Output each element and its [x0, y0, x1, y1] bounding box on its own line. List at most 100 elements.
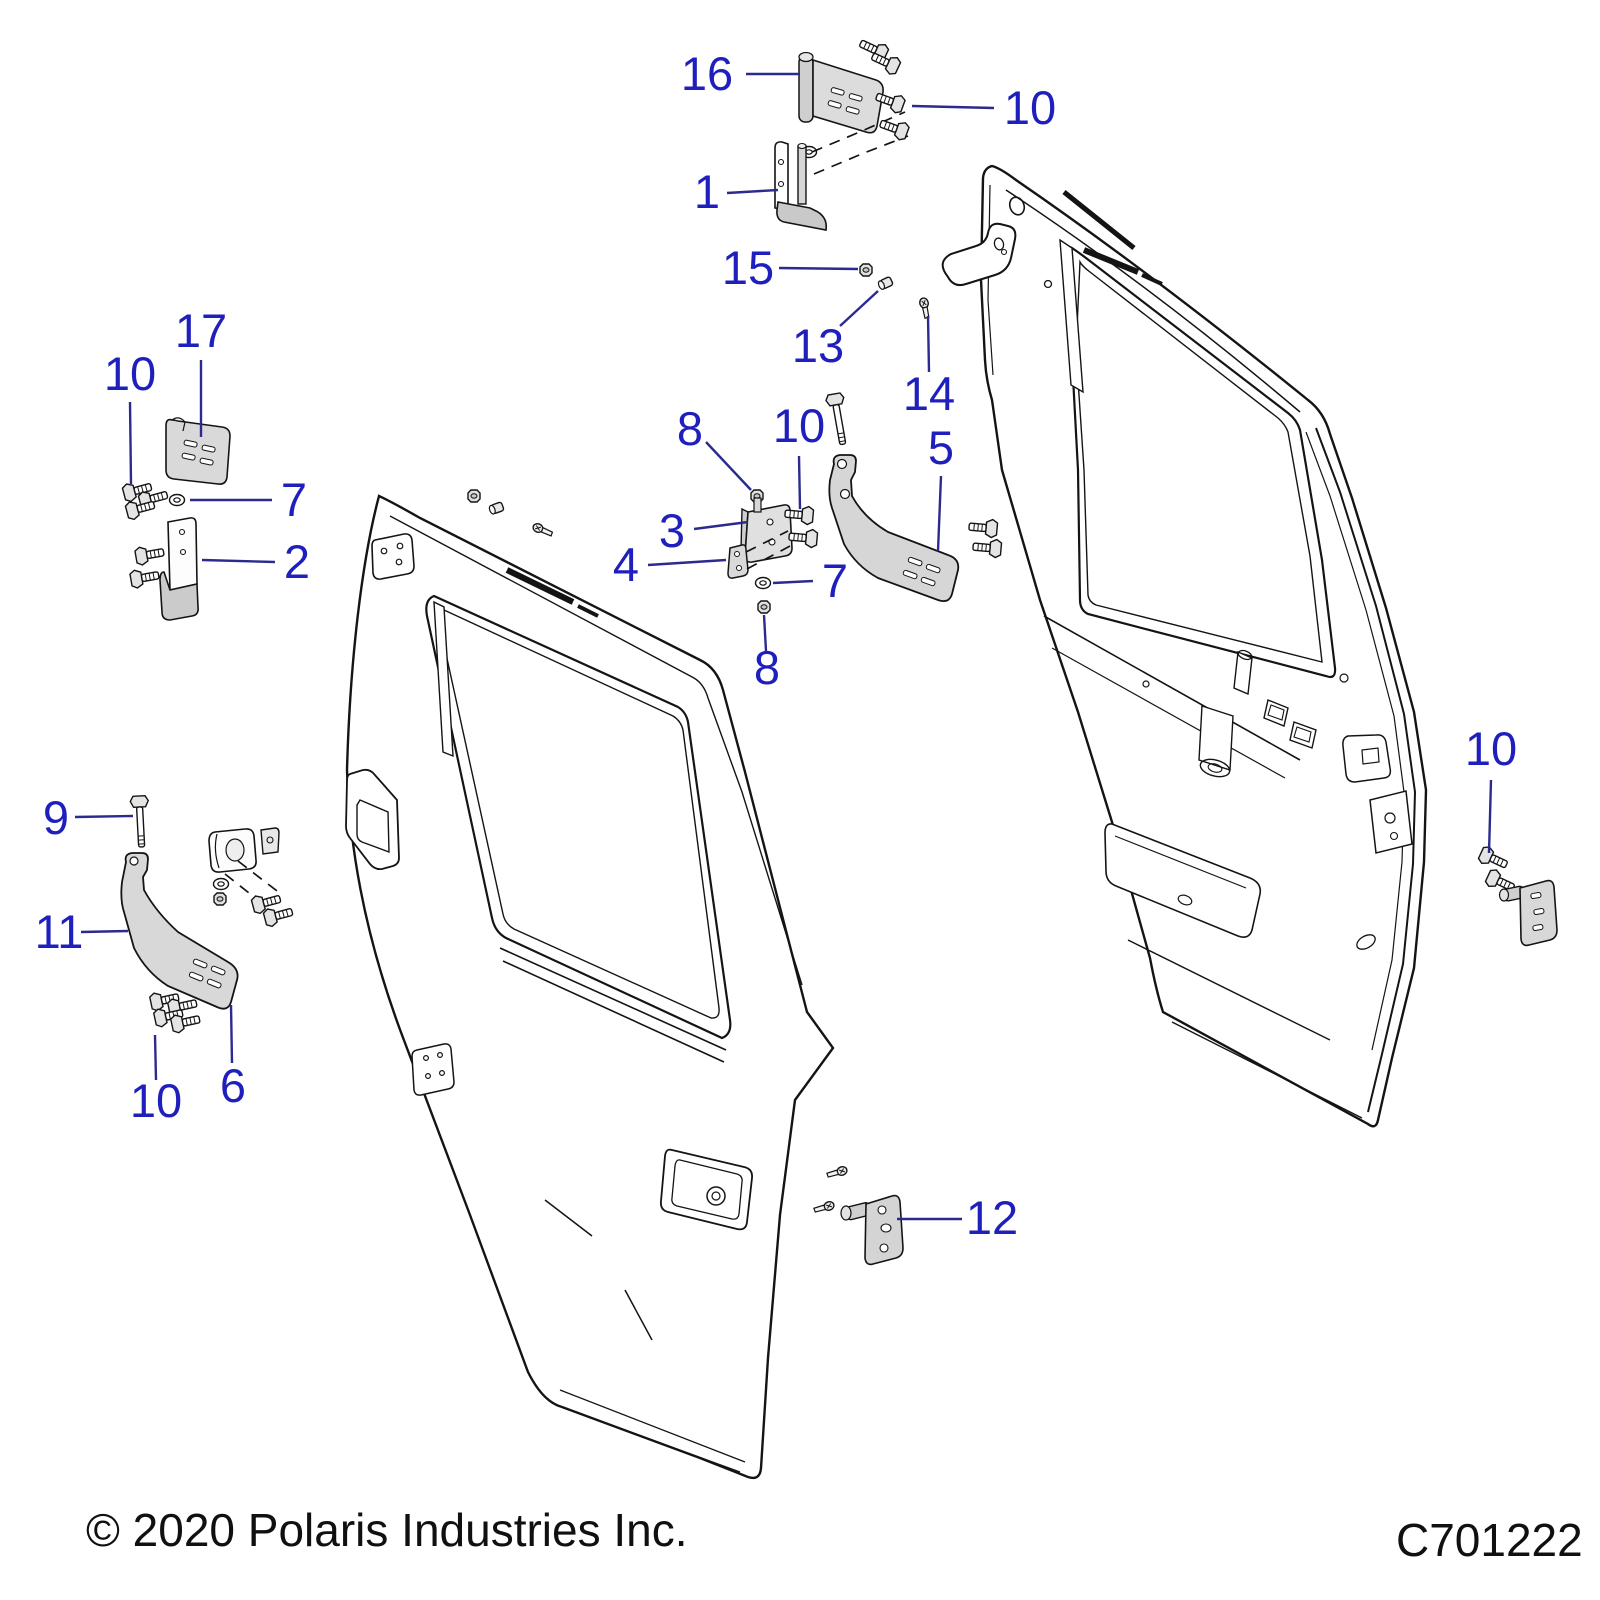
alignment-dashes [811, 111, 909, 175]
part-6-support-bracket [120, 852, 239, 1010]
slot [830, 87, 845, 96]
right-door-window-band-2 [1141, 273, 1163, 286]
left-door-edge-flag [345, 768, 400, 871]
panel-hole-oval [1356, 934, 1376, 950]
bracket-hole [777, 180, 785, 188]
callout-10-left: 10 [104, 347, 156, 400]
slot [920, 576, 936, 587]
callout-14: 14 [903, 367, 955, 420]
bracket-arm [828, 454, 960, 603]
right-door-top-inner-line [1005, 189, 1301, 413]
callout-11: 11 [35, 905, 84, 958]
right-door-window [1064, 245, 1337, 679]
bracket-hole [777, 158, 785, 166]
washer-icon [754, 576, 772, 590]
leader-lines [74, 72, 1493, 1221]
callout-15: 15 [722, 241, 774, 294]
long-bolt-icon [129, 794, 152, 849]
bracket-eye [836, 458, 848, 470]
nut-icon [859, 263, 873, 277]
lower-crease [1127, 939, 1331, 1041]
bracket-hole [766, 518, 774, 526]
hinge-pin [798, 55, 814, 123]
nut-icon [213, 892, 227, 906]
armrest-seam-2 [1051, 647, 1286, 779]
leader-10-top [911, 104, 995, 110]
door-hole-small [1043, 279, 1053, 289]
right-door-left-inner-line [987, 184, 994, 376]
slot [845, 106, 860, 115]
bushing-icon [487, 501, 505, 516]
slot [201, 444, 216, 453]
door-switch [1267, 704, 1285, 721]
screw-icon [825, 1164, 849, 1181]
right-door-bottom-inner-line [1171, 1021, 1363, 1119]
handle-lock-cylinder-core [711, 1191, 721, 1201]
plate-hole [736, 565, 742, 571]
inner-latch-lever [1361, 747, 1380, 765]
part-4-backing-plate [727, 544, 749, 579]
left-door-crease [544, 1199, 653, 1341]
armrest-seam [1043, 615, 1301, 761]
leader-8-bottom [762, 614, 768, 652]
slot [1533, 907, 1545, 916]
leader-6 [229, 1004, 234, 1064]
plate-hole [395, 558, 403, 566]
hinge-plate [812, 58, 884, 134]
striker-pin-cap [1498, 888, 1510, 902]
bracket-shoe [159, 571, 199, 621]
latch-hole [1384, 812, 1396, 824]
callout-9: 9 [43, 791, 69, 844]
slot [1530, 891, 1542, 900]
part-5-support-bracket [828, 454, 960, 603]
nut-icon [467, 489, 481, 503]
bolt-icon [261, 902, 296, 929]
leader-3 [693, 520, 749, 531]
slot [183, 439, 198, 448]
bracket-eye [839, 488, 851, 500]
panel-hole [1142, 680, 1150, 688]
hinge-plate [165, 418, 231, 485]
screw-icon [531, 521, 555, 538]
part-12-striker-plate [840, 1194, 904, 1266]
alignment-dashes [745, 530, 791, 570]
striker-hole [880, 1223, 892, 1233]
bracket-shoe [776, 201, 828, 231]
bolt-icon [128, 565, 161, 590]
storage-pocket [1104, 823, 1262, 938]
window-crank-hub [1199, 758, 1231, 778]
bolt-icon [787, 526, 819, 549]
callout-10-top: 10 [1004, 81, 1056, 134]
bolt-icon [967, 516, 999, 539]
part-3-hinge-bracket [740, 497, 793, 563]
bracket-tab [774, 141, 789, 211]
pad-hole [425, 1072, 432, 1079]
door-lock-knob-top [1237, 649, 1253, 661]
plate-hole [380, 547, 388, 555]
slot [199, 457, 214, 466]
leader-8-top [705, 441, 752, 491]
door-lock-knob [1233, 650, 1253, 696]
right-door-seal-line-2 [1305, 431, 1405, 1051]
leader-15 [778, 266, 859, 271]
slot [848, 93, 863, 102]
slot [210, 965, 226, 976]
leader-9 [74, 814, 134, 819]
door-hole [1008, 196, 1026, 216]
left-door-outer-panel [345, 494, 835, 1480]
part-1-door-bracket [774, 141, 828, 231]
leader-10-bottom-left [153, 1034, 158, 1081]
callout-labels: 16 10 1 15 13 14 17 10 7 2 8 10 3 4 7 8 … [35, 47, 1518, 1244]
left-door-corner-plate [371, 533, 415, 580]
diagram-code: C701222 [1396, 1514, 1583, 1566]
slot [188, 971, 204, 982]
handle-lock-cylinder [706, 1186, 726, 1206]
slot [206, 978, 222, 989]
bracket-pin [797, 145, 807, 205]
bolt-icon [133, 542, 166, 567]
upper-hinge-parts [774, 34, 933, 320]
right-door-vent-divider [1059, 238, 1084, 394]
bracket-arm [120, 852, 239, 1010]
